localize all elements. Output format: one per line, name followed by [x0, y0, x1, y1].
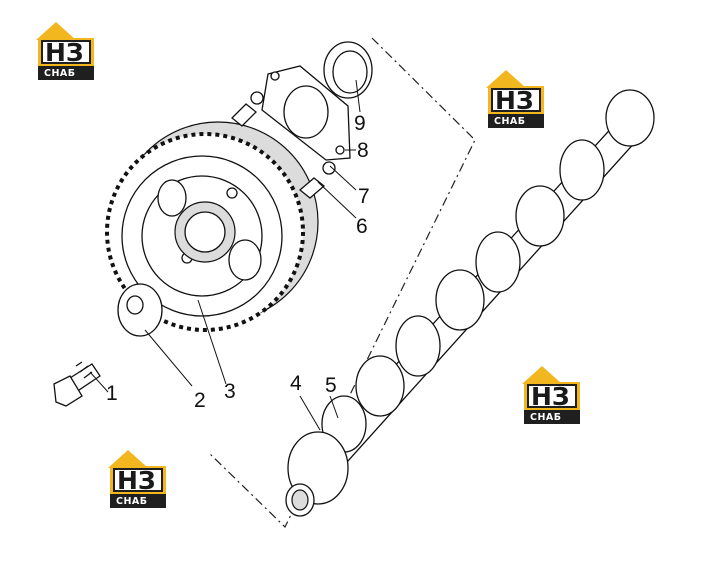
svg-text:НЗ: НЗ — [531, 382, 570, 411]
seal-ring — [323, 41, 373, 99]
callout-6: 6 — [356, 215, 368, 238]
gear-hub-bore — [184, 211, 226, 253]
gear-inner-ring — [141, 175, 263, 297]
svg-text:НЗ: НЗ — [117, 466, 156, 495]
brand-logo: НЗ СНАБ — [521, 365, 581, 425]
bolt — [53, 361, 101, 407]
callout-9: 9 — [354, 112, 366, 135]
svg-text:НЗ: НЗ — [495, 86, 534, 115]
brand-logo: НЗ СНАБ — [107, 449, 167, 509]
svg-text:НЗ: НЗ — [45, 38, 84, 67]
svg-text:СНАБ: СНАБ — [494, 116, 526, 127]
washer — [117, 283, 163, 337]
plate-bolt-right — [298, 161, 336, 199]
svg-text:СНАБ: СНАБ — [530, 412, 562, 423]
group-frame — [207, 37, 476, 529]
leader-lines — [89, 79, 361, 431]
callout-4: 4 — [290, 372, 302, 395]
svg-text:СНАБ: СНАБ — [116, 496, 148, 507]
brand-logo: НЗ СНАБ — [485, 69, 545, 129]
callout-3: 3 — [224, 380, 236, 403]
gear-bolt-hole-a — [226, 187, 238, 199]
callout-5: 5 — [325, 374, 337, 397]
callout-8: 8 — [357, 139, 369, 162]
svg-text:СНАБ: СНАБ — [44, 68, 76, 79]
gear-window-right — [228, 239, 262, 281]
thrust-plate — [261, 65, 351, 161]
callout-2: 2 — [194, 389, 206, 412]
gear-window-top — [157, 179, 187, 217]
callout-1: 1 — [106, 382, 118, 405]
camshaft-gear — [105, 121, 319, 332]
brand-logo: НЗ СНАБ — [35, 21, 95, 81]
camshaft — [285, 89, 655, 517]
plate-bolt-left — [231, 91, 264, 127]
callout-7: 7 — [358, 185, 370, 208]
